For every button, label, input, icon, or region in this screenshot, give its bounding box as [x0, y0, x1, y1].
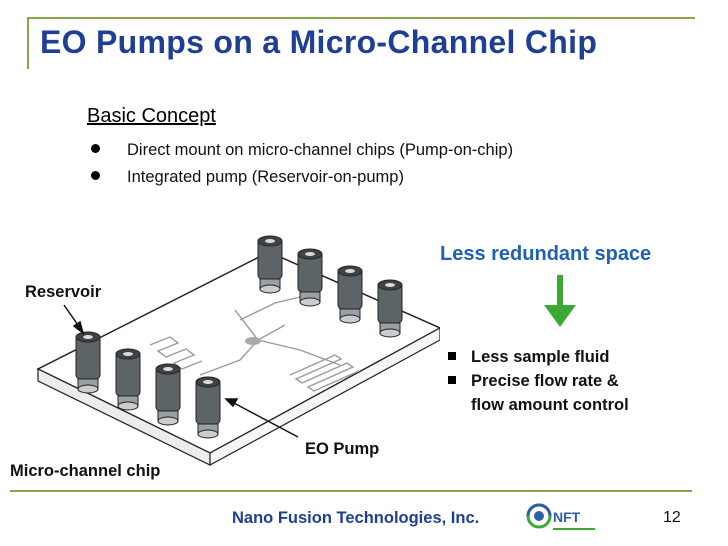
- reservoir-pointer-arrow: [63, 304, 85, 335]
- benefit-continuation: flow amount control: [471, 396, 629, 414]
- benefit-text: Precise flow rate &: [471, 372, 619, 390]
- eo-pump: [115, 348, 141, 411]
- benefit-item: Less sample fluid: [448, 348, 609, 367]
- bullet-item: Direct mount on micro-channel chips (Pum…: [91, 141, 513, 160]
- eo-pump: [257, 235, 283, 294]
- eo-pump: [155, 363, 181, 426]
- micro-channel-chip-label: Micro-channel chip: [10, 462, 161, 480]
- bullet-dot-icon: [91, 171, 100, 181]
- channel-junction: [245, 337, 261, 345]
- highlight-text: Less redundant space: [440, 243, 652, 265]
- section-subtitle: Basic Concept: [87, 105, 216, 127]
- logo-text: NFT: [553, 509, 581, 525]
- eo-pump: [195, 376, 221, 439]
- benefit-text: Less sample fluid: [471, 348, 610, 366]
- eo-pump: [75, 331, 101, 394]
- benefit-item: Precise flow rate &: [448, 372, 619, 391]
- reservoir-label: Reservoir: [25, 283, 102, 301]
- eo-pump-label: EO Pump: [305, 440, 380, 458]
- pump-group-back: [257, 235, 403, 338]
- bullet-text: Integrated pump (Reservoir-on-pump): [127, 168, 404, 186]
- square-bullet-icon: [448, 375, 456, 384]
- slide-title: EO Pumps on a Micro-Channel Chip: [40, 24, 598, 60]
- pump-group-front: [75, 331, 221, 439]
- bullet-item: Integrated pump (Reservoir-on-pump): [91, 168, 404, 187]
- chip-illustration: [36, 235, 440, 467]
- bottom-rule: [10, 490, 692, 492]
- footer-company-name: Nano Fusion Technologies, Inc.: [232, 509, 480, 527]
- eo-pump: [337, 265, 363, 324]
- down-arrow-icon: [544, 275, 576, 327]
- title-side-rule: [27, 17, 29, 69]
- square-bullet-icon: [448, 351, 456, 360]
- eo-pump: [297, 248, 323, 307]
- top-rule: [27, 17, 695, 19]
- page-number: 12: [663, 509, 681, 526]
- nft-logo: NFT: [526, 503, 595, 530]
- bullet-dot-icon: [91, 144, 100, 154]
- eo-pump-pointer-arrow: [224, 398, 299, 438]
- bullet-text: Direct mount on micro-channel chips (Pum…: [127, 141, 514, 159]
- eo-pump: [377, 279, 403, 338]
